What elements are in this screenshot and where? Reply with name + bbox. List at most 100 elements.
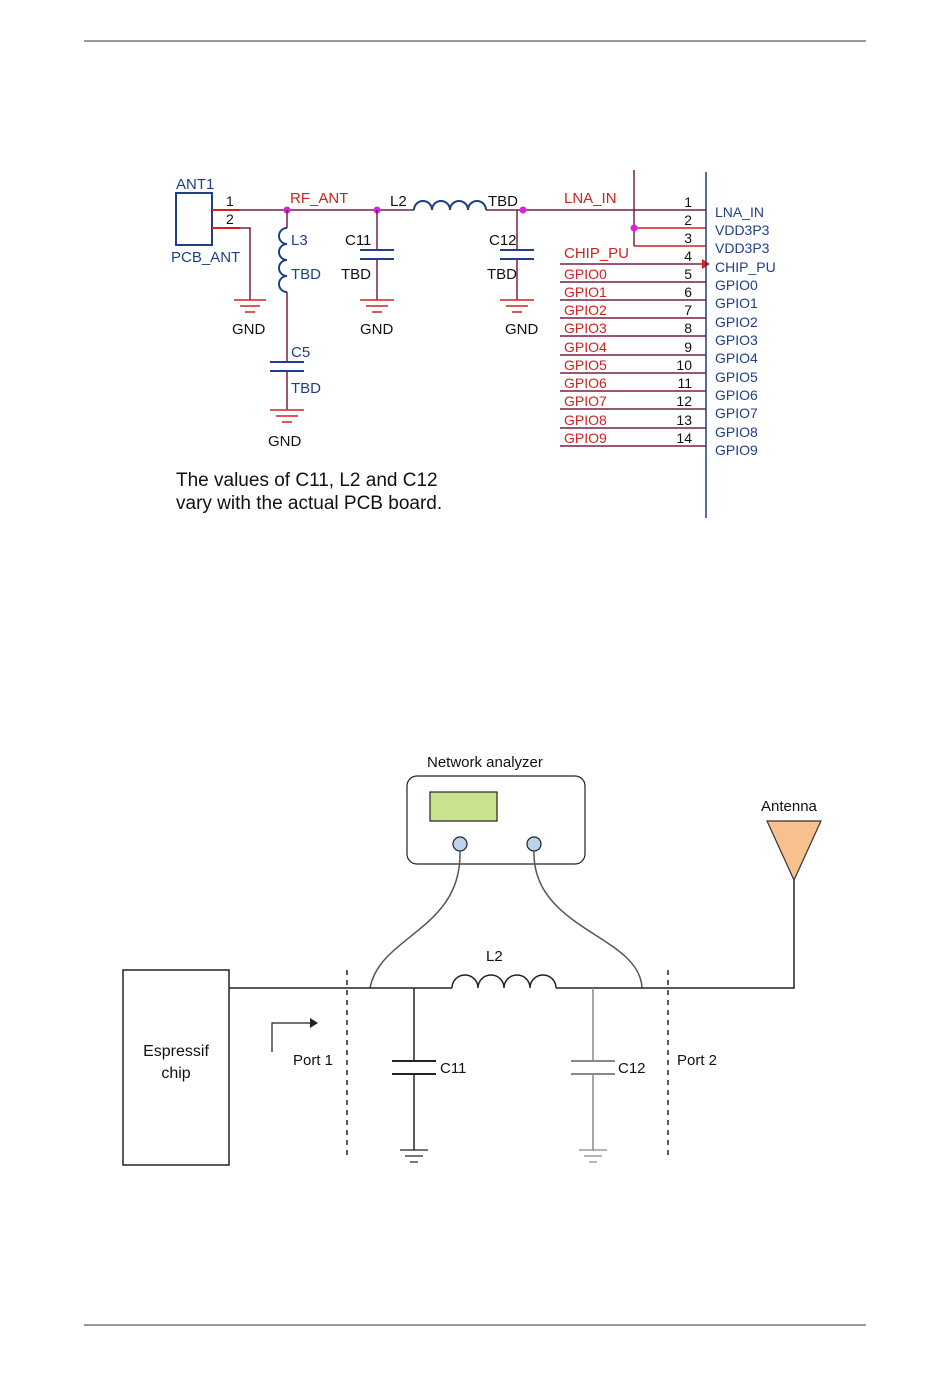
pin-number: 14 — [676, 430, 692, 446]
port1-label: Port 1 — [293, 1052, 333, 1069]
gpio-net-label: GPIO2 — [564, 302, 607, 318]
chip-label-line2: chip — [161, 1065, 190, 1082]
ground-symbol — [270, 409, 304, 423]
pin-number: 3 — [684, 230, 692, 246]
antenna-label: Antenna — [761, 798, 818, 815]
schematic-diagram: ANT1 PCB_ANT 1 2 GND RF_ANT L3 TBD C5 TB… — [171, 170, 776, 518]
ground-symbol — [500, 299, 534, 313]
pin-number: 11 — [677, 375, 692, 391]
measurement-diagram: Network analyzer Antenna Espressif chip … — [122, 754, 822, 1166]
pin-name: LNA_IN — [715, 204, 764, 220]
antenna-gnd-wire — [240, 227, 251, 300]
gpio-wires — [560, 281, 706, 447]
pin-name: GPIO9 — [715, 442, 758, 458]
gnd-label: GND — [232, 321, 266, 338]
network-analyzer-label: Network analyzer — [427, 754, 543, 771]
gpio-net-label: GPIO0 — [564, 266, 607, 282]
ground-symbol — [360, 299, 394, 313]
pin-name: GPIO0 — [715, 277, 758, 293]
pin-name: GPIO5 — [715, 369, 758, 385]
pin-number: 5 — [684, 266, 692, 282]
net-lna-in: LNA_IN — [564, 190, 617, 207]
pin-number: 12 — [676, 393, 692, 409]
probe-cable-1 — [369, 850, 461, 989]
probe-cable-2 — [533, 850, 643, 989]
c11-label: C11 — [440, 1060, 466, 1077]
l2-inductor-icon — [451, 974, 557, 989]
pin-number: 2 — [684, 212, 692, 228]
gpio-net-label: GPIO6 — [564, 375, 607, 391]
pin-number: 10 — [676, 357, 692, 373]
pin-name: VDD3P3 — [715, 240, 770, 256]
pin-name: GPIO6 — [715, 387, 758, 403]
c12-value: TBD — [487, 266, 517, 283]
gpio-net-label: GPIO8 — [564, 412, 607, 428]
antenna-feed-line — [642, 880, 795, 989]
pin-name: GPIO2 — [715, 314, 758, 330]
c5-ref: C5 — [291, 344, 310, 361]
schematic-note-line2: vary with the actual PCB board. — [176, 493, 442, 514]
pin-name: GPIO4 — [715, 350, 758, 366]
gpio-net-label: GPIO4 — [564, 339, 607, 355]
ground-symbol — [234, 299, 266, 313]
connector-pin-numbers: 1 2 3 4 5 6 7 8 9 10 11 12 13 14 — [676, 194, 692, 446]
gpio-net-label: GPIO1 — [564, 284, 607, 300]
gpio-net-label: GPIO3 — [564, 320, 607, 336]
gpio-net-label: GPIO5 — [564, 357, 607, 373]
gnd-label: GND — [360, 321, 394, 338]
l2-label: L2 — [486, 948, 503, 965]
pin-number: 4 — [684, 248, 692, 264]
antenna-ref: ANT1 — [176, 176, 214, 193]
l2-inductor-symbol — [413, 200, 487, 211]
antenna-part: PCB_ANT — [171, 249, 240, 266]
c11-value: TBD — [341, 266, 371, 283]
antenna-symbol — [175, 192, 213, 246]
schematic-note-line1: The values of C11, L2 and C12 — [176, 470, 438, 491]
pin-number: 13 — [676, 412, 692, 428]
c11-ref: C11 — [345, 232, 371, 249]
l3-value: TBD — [291, 266, 321, 283]
port-arrow-icon — [310, 1018, 318, 1028]
gpio-net-label: GPIO9 — [564, 430, 607, 446]
pin-number: 6 — [684, 284, 692, 300]
gnd-label: GND — [505, 321, 539, 338]
c12-label: C12 — [618, 1060, 646, 1077]
pin-number: 1 — [684, 194, 692, 210]
pin-name: GPIO3 — [715, 332, 758, 348]
antenna-icon — [766, 820, 822, 882]
c5-value: TBD — [291, 380, 321, 397]
junction-dot — [630, 224, 638, 232]
port-arrow-icon — [271, 1022, 312, 1052]
gpio-net-labels: GPIO0 GPIO1 GPIO2 GPIO3 GPIO4 GPIO5 GPIO… — [564, 266, 607, 446]
net-chip-pu: CHIP_PU — [564, 245, 629, 262]
gpio-net-label: GPIO7 — [564, 393, 607, 409]
pin-name: GPIO1 — [715, 295, 758, 311]
chip-label-line1: Espressif — [143, 1043, 209, 1060]
l2-ref: L2 — [390, 193, 407, 210]
connector-pin-names: LNA_IN VDD3P3 VDD3P3 CHIP_PU GPIO0 GPIO1… — [715, 204, 776, 458]
pin-name: GPIO8 — [715, 424, 758, 440]
l2-value: TBD — [488, 193, 518, 210]
antenna-pin2: 2 — [226, 211, 234, 227]
analyzer-port-1 — [452, 836, 468, 852]
l3-ref: L3 — [291, 232, 308, 249]
espressif-chip-box — [122, 969, 230, 1166]
ground-icon — [579, 1149, 607, 1163]
pin-number: 8 — [684, 320, 692, 336]
pin-number: 7 — [684, 302, 692, 318]
pin-name: CHIP_PU — [715, 259, 776, 275]
pin-name: VDD3P3 — [715, 222, 770, 238]
c12-ref: C12 — [489, 232, 517, 249]
l3-inductor-symbol — [278, 227, 288, 293]
ground-icon — [400, 1149, 428, 1163]
pin-name: GPIO7 — [715, 405, 758, 421]
port2-label: Port 2 — [677, 1052, 717, 1069]
pin-number: 9 — [684, 339, 692, 355]
gnd-label: GND — [268, 433, 302, 450]
analyzer-port-2 — [526, 836, 542, 852]
network-analyzer-screen — [429, 791, 498, 822]
net-rf-ant: RF_ANT — [290, 190, 348, 207]
junction-dot — [519, 206, 527, 214]
antenna-pin1: 1 — [226, 193, 234, 209]
